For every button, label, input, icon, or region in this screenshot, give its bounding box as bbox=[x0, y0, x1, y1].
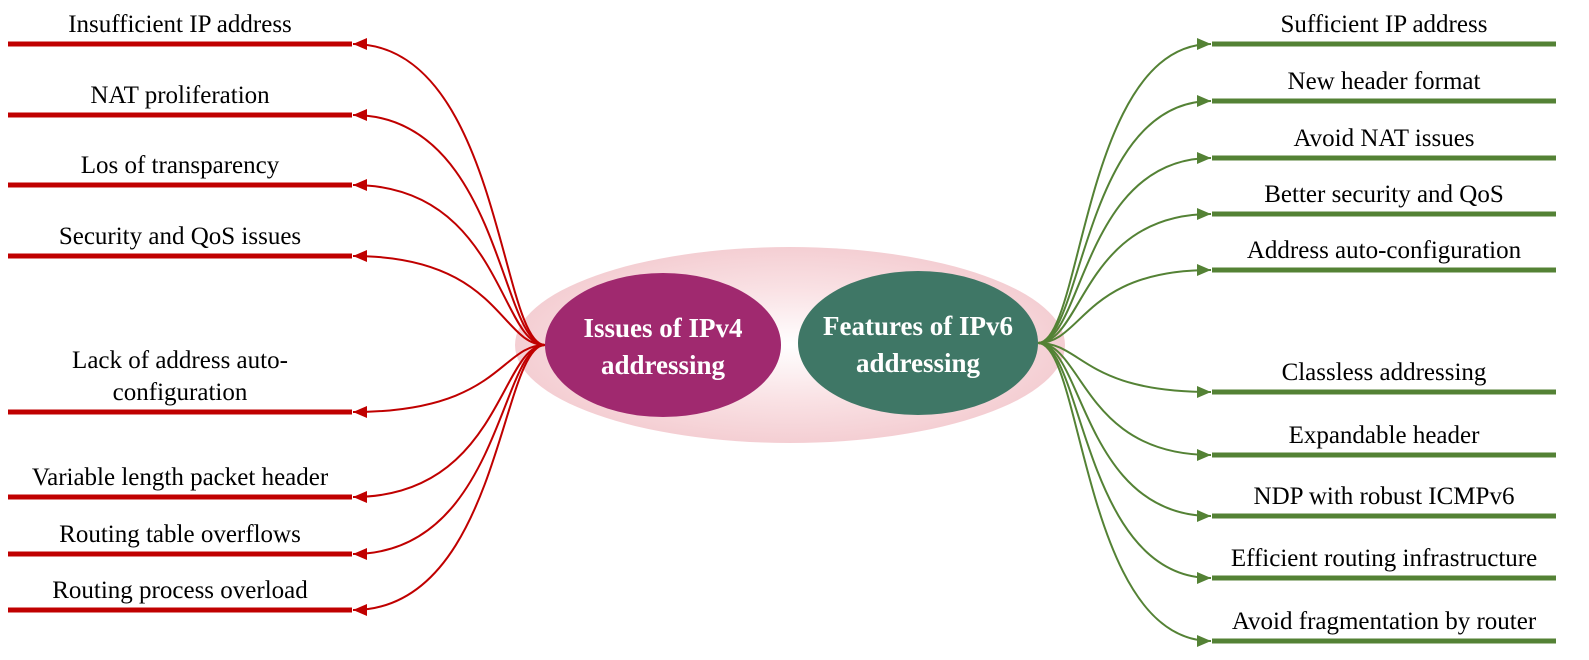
ipv6-feature-label: New header format bbox=[1288, 68, 1481, 95]
ipv6-feature-branch: Better security and QoS bbox=[1037, 181, 1556, 344]
ipv4-issue-arrowhead bbox=[353, 179, 367, 191]
ipv6-feature-arrowhead bbox=[1197, 386, 1211, 398]
ipv6-feature-branch: Avoid NAT issues bbox=[1037, 125, 1556, 344]
ipv6-feature-label: Address auto-configuration bbox=[1247, 237, 1522, 264]
ipv4-issue-label: Lack of address auto- bbox=[72, 347, 288, 374]
ipv4-issue-label: Los of transparency bbox=[81, 152, 280, 179]
ipv4-issue-label: Routing process overload bbox=[52, 577, 308, 604]
ipv4-issue-label: Insufficient IP address bbox=[68, 11, 292, 38]
ipv6-feature-arrowhead bbox=[1197, 38, 1211, 50]
ipv6-feature-arrowhead bbox=[1197, 264, 1211, 276]
ipv6-feature-branch: Address auto-configuration bbox=[1037, 237, 1556, 344]
ipv4-issue-label: Security and QoS issues bbox=[59, 223, 301, 250]
ipv4-issue-connector bbox=[352, 344, 546, 498]
ipv6-feature-arrowhead bbox=[1197, 449, 1211, 461]
ipv4-issue-branch: Routing process overload bbox=[8, 344, 546, 616]
ipv6-feature-arrowhead bbox=[1197, 152, 1211, 164]
ipv4-issue-connector bbox=[352, 255, 546, 346]
ipv6-feature-branch: Classless addressing bbox=[1037, 342, 1556, 398]
ipv4-hub-title-line2: addressing bbox=[601, 350, 726, 380]
ipv4-issue-connector bbox=[352, 43, 546, 346]
ipv6-feature-label: Efficient routing infrastructure bbox=[1231, 545, 1537, 572]
ipv6-feature-connector bbox=[1037, 342, 1212, 579]
ipv4-issue-arrowhead bbox=[353, 406, 367, 418]
ipv4-issue-arrowhead bbox=[353, 491, 367, 503]
ipv6-feature-connector bbox=[1037, 157, 1212, 344]
ipv6-feature-branch: Avoid fragmentation by router bbox=[1037, 342, 1556, 647]
ipv4-hub-ellipse bbox=[545, 273, 781, 417]
ipv6-feature-label: Expandable header bbox=[1289, 422, 1481, 449]
ipv6-feature-label: Better security and QoS bbox=[1264, 181, 1504, 208]
ipv6-feature-branch: Expandable header bbox=[1037, 342, 1556, 461]
ipv6-feature-arrowhead bbox=[1197, 572, 1211, 584]
ipv6-feature-label: NDP with robust ICMPv6 bbox=[1254, 483, 1515, 510]
ipv6-feature-connector bbox=[1037, 342, 1212, 393]
ipv6-hub-title-line1: Features of IPv6 bbox=[823, 311, 1013, 341]
ipv6-feature-arrowhead bbox=[1197, 95, 1211, 107]
ipv6-feature-connector bbox=[1037, 269, 1212, 344]
ipv4-issue-connector bbox=[352, 184, 546, 346]
ipv4-issue-connector bbox=[352, 114, 546, 346]
ipv4-issue-branch: Los of transparency bbox=[8, 152, 546, 346]
ipv4-issues-hub: Issues of IPv4 addressing bbox=[545, 273, 781, 417]
ipv4-issue-arrowhead bbox=[353, 548, 367, 560]
ipv4-issue-label: NAT proliferation bbox=[90, 82, 270, 109]
ipv6-feature-branch: Sufficient IP address bbox=[1037, 11, 1556, 344]
ipv6-feature-label: Avoid fragmentation by router bbox=[1232, 608, 1537, 635]
ipv6-feature-connector bbox=[1037, 342, 1212, 456]
ipv4-issue-arrowhead bbox=[353, 38, 367, 50]
ipv6-feature-branch: New header format bbox=[1037, 68, 1556, 344]
ipv4-issue-branch: Variable length packet header bbox=[8, 344, 546, 503]
ipv6-features-hub: Features of IPv6 addressing bbox=[798, 271, 1038, 415]
ipv4-issue-branch: Security and QoS issues bbox=[8, 223, 546, 346]
ipv4-issue-branch: Routing table overflows bbox=[8, 344, 546, 560]
ipv6-feature-connector bbox=[1037, 213, 1212, 344]
ipv6-feature-label: Sufficient IP address bbox=[1281, 11, 1488, 38]
ipv4-issue-arrowhead bbox=[353, 250, 367, 262]
ipv6-feature-arrowhead bbox=[1197, 510, 1211, 522]
ipv6-hub-title-line2: addressing bbox=[856, 348, 981, 378]
ipv4-issue-connector bbox=[352, 344, 546, 611]
ipv4-issue-branch: Insufficient IP address bbox=[8, 11, 546, 346]
ipv6-feature-connector bbox=[1037, 43, 1212, 344]
ipv6-hub-ellipse bbox=[798, 271, 1038, 415]
ipv6-feature-label: Avoid NAT issues bbox=[1293, 125, 1474, 152]
ipv4-issue-connector bbox=[352, 344, 546, 555]
ipv4-issue-arrowhead bbox=[353, 109, 367, 121]
ipv4-issue-arrowhead bbox=[353, 604, 367, 616]
ipv4-issue-branch: Lack of address auto-configuration bbox=[8, 344, 546, 418]
ipv4-issue-label: Variable length packet header bbox=[32, 464, 329, 491]
ipv6-feature-connector bbox=[1037, 342, 1212, 517]
ipv6-feature-arrowhead bbox=[1197, 208, 1211, 220]
ipv4-issue-connector bbox=[352, 344, 546, 413]
ipv6-feature-branch: NDP with robust ICMPv6 bbox=[1037, 342, 1556, 522]
ipv4-hub-title-line1: Issues of IPv4 bbox=[583, 313, 742, 343]
ipv6-feature-connector bbox=[1037, 342, 1212, 642]
ipv6-feature-branch: Efficient routing infrastructure bbox=[1037, 342, 1556, 584]
ipv6-feature-label: Classless addressing bbox=[1282, 359, 1487, 386]
ipv6-feature-arrowhead bbox=[1197, 635, 1211, 647]
ipv4-issue-branch: NAT proliferation bbox=[8, 82, 546, 346]
ipv4-issue-label: Routing table overflows bbox=[59, 521, 301, 548]
ipv6-feature-connector bbox=[1037, 100, 1212, 344]
ipv4-issue-label: configuration bbox=[113, 379, 248, 406]
